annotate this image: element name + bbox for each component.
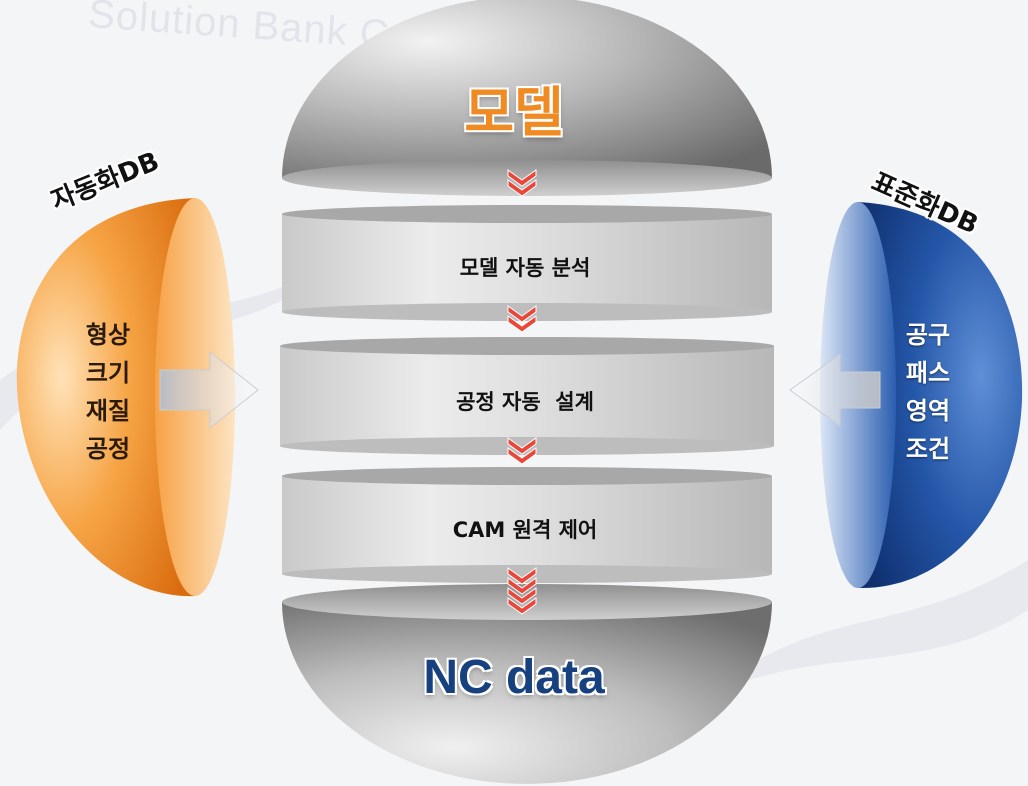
standard-db-item: 패스 <box>905 359 951 387</box>
step-label-model-analysis: 모델 자동 분석 <box>459 256 591 280</box>
background-swirl <box>700 560 1028 700</box>
flow-arrow <box>507 305 537 333</box>
process-band-1 <box>282 205 772 321</box>
flow-arrow <box>507 437 537 465</box>
step-label-cam-control: CAM 원격 제어 <box>452 518 598 542</box>
automation-db-item: 공정 <box>85 435 131 463</box>
bottom-hemisphere <box>282 584 772 784</box>
standard-db-item: 공구 <box>905 321 951 349</box>
nc-data-title: NC data <box>423 651 605 704</box>
flow-arrows <box>507 169 537 615</box>
left-input-arrow <box>159 350 259 430</box>
standard-db-item: 조건 <box>905 435 951 463</box>
standard-db-item: 영역 <box>905 397 951 425</box>
process-band-2 <box>280 337 774 455</box>
automation-db-item: 크기 <box>85 359 131 387</box>
flow-arrow <box>507 587 537 615</box>
automation-db-item: 재질 <box>85 397 131 425</box>
flow-arrow <box>507 567 537 595</box>
step-label-process-design: 공정 자동 설계 <box>456 390 594 414</box>
flow-arrow <box>507 169 537 197</box>
automation-db-item: 형상 <box>85 321 131 349</box>
right-input-arrow <box>789 353 881 427</box>
model-title: 모델 <box>464 81 564 144</box>
standard-db-items: 공구 패스 영역 조건 <box>878 316 978 468</box>
automation-db-items: 형상 크기 재질 공정 <box>58 316 158 468</box>
